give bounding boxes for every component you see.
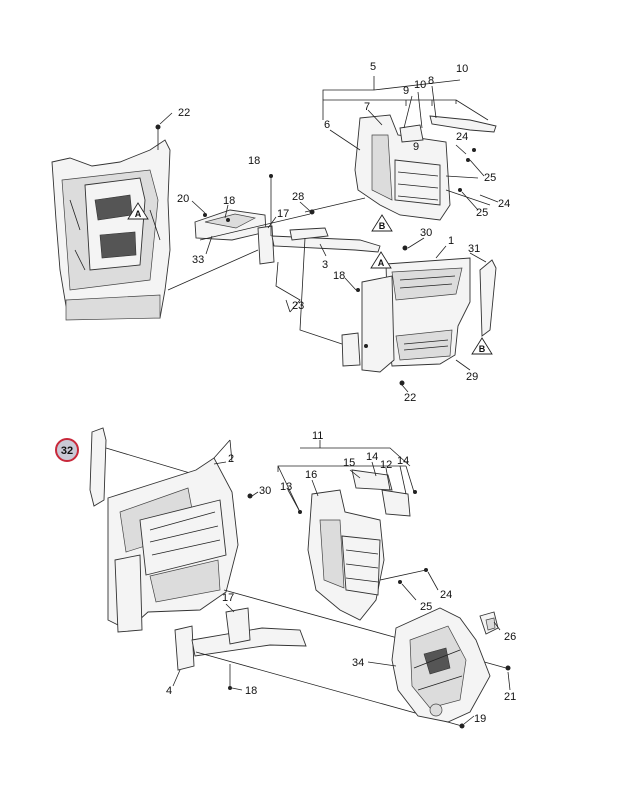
trim-strip-upper (479, 259, 497, 337)
upper-assembly: A B A B (51, 61, 510, 404)
upper-callouts: 22 18 28 20 18 17 33 3 18 23 5 10 9 10 8… (177, 61, 510, 404)
callout-11: 11 (312, 430, 323, 442)
callout-3: 3 (322, 259, 328, 271)
callout-17-lower: 17 (222, 592, 234, 604)
callout-14-left: 14 (366, 451, 378, 463)
callout-1: 1 (448, 235, 454, 247)
callout-25-right: 25 (484, 172, 496, 184)
callout-9-top: 9 (403, 85, 409, 97)
callout-4: 4 (166, 685, 172, 697)
callout-28: 28 (292, 191, 304, 203)
callout-7: 7 (364, 101, 370, 113)
callout-22-top: 22 (178, 107, 190, 119)
support-bar (257, 174, 381, 265)
callout-23: 23 (292, 300, 304, 312)
callout-30-top: 30 (420, 227, 432, 239)
callout-29: 29 (466, 371, 478, 383)
callout-14-right: 14 (397, 455, 409, 467)
upper-bracket-frame (354, 114, 497, 251)
callout-20: 20 (177, 193, 189, 205)
upper-callout-leaders (159, 76, 499, 393)
callout-21: 21 (504, 691, 516, 703)
ref-mark-a2: A (370, 251, 392, 269)
callout-6: 6 (324, 119, 330, 131)
callout-13: 13 (280, 481, 292, 493)
callout-17-top: 17 (277, 208, 289, 220)
ref-mark-a1: A (127, 202, 149, 220)
support-bar-lower (174, 589, 507, 727)
ref-mark-b1: B (371, 214, 393, 232)
step-box-upper (341, 257, 471, 386)
callout-18-lower: 18 (245, 685, 257, 697)
ref-mark-b2: B (471, 337, 493, 355)
callout-10-top: 10 (456, 63, 468, 75)
lower-callout-leaders (172, 440, 511, 725)
svg-text:A: A (378, 258, 385, 268)
callout-22-bottom: 22 (404, 392, 416, 404)
lower-assembly: 32 (55, 427, 516, 729)
svg-text:A: A (135, 209, 142, 219)
callout-10-mid: 10 (414, 79, 426, 91)
clip-part (479, 611, 499, 635)
callout-2: 2 (228, 453, 234, 465)
callout-25-lower: 25 (476, 207, 488, 219)
callout-16: 16 (305, 469, 317, 481)
front-structure-panel (51, 124, 171, 321)
callout-32-highlight: 32 (55, 438, 79, 462)
callout-33: 33 (192, 254, 204, 266)
callout-19: 19 (474, 713, 486, 725)
step-box-lower (107, 439, 253, 633)
callout-24-lower: 24 (440, 589, 452, 601)
upper-leader-lines (167, 197, 366, 346)
callout-8: 8 (428, 75, 434, 87)
mount-bracket (194, 209, 267, 241)
callout-25-lower: 25 (420, 601, 432, 613)
trim-strip-lower (89, 427, 201, 507)
callout-24-top: 24 (456, 131, 468, 143)
callout-15: 15 (343, 457, 355, 469)
svg-text:B: B (379, 221, 386, 231)
svg-text:32: 32 (61, 445, 73, 457)
callout-9-mid: 9 (413, 141, 419, 153)
callout-18-top: 18 (248, 155, 260, 167)
callout-18-mid: 18 (333, 270, 345, 282)
callout-26: 26 (504, 631, 516, 643)
mount-block (391, 607, 491, 723)
lower-callouts: 2 30 11 15 14 12 14 13 16 24 25 17 26 34… (166, 430, 516, 725)
svg-text:B: B (479, 344, 486, 354)
callout-12: 12 (380, 459, 392, 471)
callout-24-right: 24 (498, 198, 510, 210)
callout-34: 34 (352, 657, 364, 669)
callout-5: 5 (370, 61, 376, 73)
callout-18-bracket: 18 (223, 195, 235, 207)
callout-30-lower: 30 (259, 485, 271, 497)
callout-31: 31 (468, 243, 480, 255)
lower-bracket-frame (298, 469, 428, 621)
